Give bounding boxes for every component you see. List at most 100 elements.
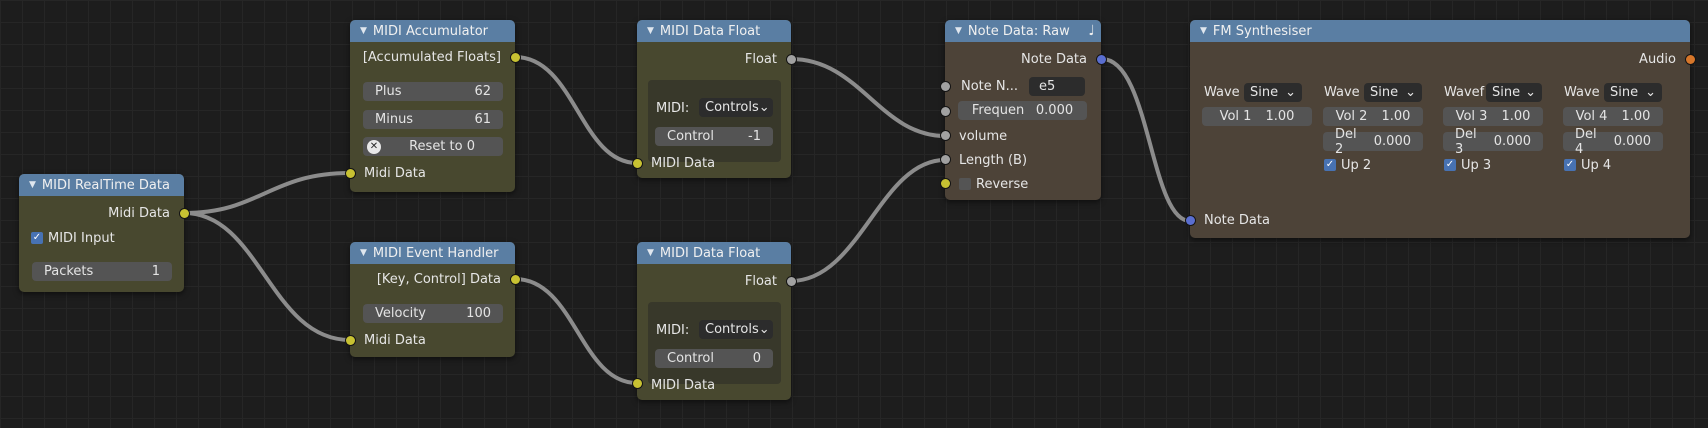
collapse-icon[interactable]: ▼ bbox=[955, 26, 962, 36]
wave-select-2[interactable]: Sine⌄ bbox=[1364, 83, 1422, 102]
socket-nd-freq-in[interactable] bbox=[941, 107, 950, 116]
output-label: [Key, Control] Data bbox=[376, 271, 501, 287]
input-label: Note Data bbox=[1204, 212, 1270, 228]
collapse-icon[interactable]: ▼ bbox=[647, 248, 654, 258]
link-acc-df1 bbox=[513, 55, 639, 165]
collapse-icon[interactable]: ▼ bbox=[1200, 26, 1207, 36]
collapse-icon[interactable]: ▼ bbox=[360, 26, 367, 36]
input-label: Midi Data bbox=[364, 165, 426, 181]
socket-acc-in[interactable] bbox=[346, 169, 355, 178]
input-label: Midi Data bbox=[364, 332, 426, 348]
node-midi-data-float-1[interactable]: ▼MIDI Data Float Float MIDI: Controls⌄ C… bbox=[637, 20, 791, 178]
wave-label: Wavef bbox=[1444, 84, 1485, 100]
link-rt-acc bbox=[182, 171, 352, 215]
node-header[interactable]: ▼MIDI Data Float bbox=[637, 20, 791, 42]
socket-df2-in[interactable] bbox=[633, 379, 642, 388]
socket-df1-out[interactable] bbox=[787, 55, 796, 64]
node-header[interactable]: ▼FM Synthesiser bbox=[1190, 20, 1690, 42]
node-note-data-raw[interactable]: ▼Note Data: Raw♩ Note Data Note N... e5 … bbox=[945, 20, 1101, 200]
midi-label: MIDI: bbox=[656, 322, 690, 338]
collapse-icon[interactable]: ▼ bbox=[647, 26, 654, 36]
wave-label: Wave bbox=[1324, 84, 1360, 100]
node-midi-realtime[interactable]: ▼MIDI RealTime Data Midi Data ✓MIDI Inpu… bbox=[19, 174, 184, 292]
socket-nd-note-in[interactable] bbox=[941, 82, 950, 91]
socket-df2-out[interactable] bbox=[787, 277, 796, 286]
socket-fm-audio-out[interactable] bbox=[1686, 55, 1695, 64]
socket-acc-out[interactable] bbox=[511, 53, 520, 62]
midi-select[interactable]: Controls⌄ bbox=[699, 320, 773, 339]
socket-nd-out[interactable] bbox=[1097, 55, 1106, 64]
settings-panel bbox=[648, 302, 781, 384]
chevron-down-icon: ⌄ bbox=[758, 100, 770, 115]
node-midi-data-float-2[interactable]: ▼MIDI Data Float Float MIDI: Controls⌄ C… bbox=[637, 242, 791, 400]
collapse-icon[interactable]: ▼ bbox=[29, 180, 36, 190]
socket-rt-out[interactable] bbox=[180, 209, 189, 218]
socket-evh-out[interactable] bbox=[511, 275, 520, 284]
node-header[interactable]: ▼MIDI Event Handler bbox=[350, 242, 515, 264]
output-label: Float bbox=[744, 51, 777, 67]
checkbox-icon[interactable] bbox=[959, 178, 971, 190]
checkbox-icon[interactable]: ✓ bbox=[31, 232, 43, 244]
node-midi-event-handler[interactable]: ▼MIDI Event Handler [Key, Control] Data … bbox=[350, 242, 515, 357]
output-label: Audio bbox=[1639, 51, 1676, 67]
wave-select-1[interactable]: Sine⌄ bbox=[1244, 83, 1302, 102]
chevron-down-icon: ⌄ bbox=[1645, 85, 1656, 100]
reverse-checkbox[interactable]: Reverse bbox=[959, 173, 1028, 195]
control-field[interactable]: Control-1 bbox=[655, 127, 773, 146]
up-4-checkbox[interactable]: ✓Up 4 bbox=[1564, 157, 1612, 173]
node-header[interactable]: ▼MIDI RealTime Data bbox=[19, 174, 184, 196]
socket-nd-volume-in[interactable] bbox=[941, 131, 950, 140]
checkbox-icon[interactable]: ✓ bbox=[1324, 159, 1336, 171]
chevron-down-icon: ⌄ bbox=[1285, 85, 1296, 100]
node-header[interactable]: ▼MIDI Data Float bbox=[637, 242, 791, 264]
midi-input-checkbox[interactable]: ✓MIDI Input bbox=[31, 230, 115, 246]
up-2-checkbox[interactable]: ✓Up 2 bbox=[1324, 157, 1372, 173]
socket-nd-reverse-in[interactable] bbox=[941, 179, 950, 188]
output-label: Midi Data bbox=[108, 205, 170, 221]
node-midi-accumulator[interactable]: ▼MIDI Accumulator [Accumulated Floats] P… bbox=[350, 20, 515, 192]
link-df2-nd bbox=[789, 158, 947, 283]
wave-label: Wave bbox=[1564, 84, 1600, 100]
chevron-down-icon: ⌄ bbox=[1405, 85, 1416, 100]
input-label: MIDI Data bbox=[651, 155, 716, 171]
node-header[interactable]: ▼Note Data: Raw♩ bbox=[945, 20, 1101, 42]
output-label: Note Data bbox=[1021, 51, 1087, 67]
socket-df1-in[interactable] bbox=[633, 159, 642, 168]
wave-select-4[interactable]: Sine⌄ bbox=[1604, 83, 1662, 102]
wave-select-3[interactable]: Sine⌄ bbox=[1486, 83, 1542, 102]
output-label: [Accumulated Floats] bbox=[362, 49, 501, 65]
reset-button[interactable]: ✕Reset to 0 bbox=[363, 137, 503, 156]
checkbox-icon[interactable]: ✓ bbox=[1564, 159, 1576, 171]
socket-evh-in[interactable] bbox=[346, 336, 355, 345]
socket-nd-length-in[interactable] bbox=[941, 155, 950, 164]
socket-fm-note-in[interactable] bbox=[1186, 216, 1195, 225]
input-label: MIDI Data bbox=[651, 377, 716, 393]
checkbox-icon[interactable]: ✓ bbox=[1444, 159, 1456, 171]
length-label: Length (B) bbox=[959, 152, 1028, 168]
wave-label: Wave bbox=[1204, 84, 1240, 100]
midi-select[interactable]: Controls⌄ bbox=[699, 98, 773, 117]
settings-panel bbox=[648, 80, 781, 162]
node-header[interactable]: ▼MIDI Accumulator bbox=[350, 20, 515, 42]
chevron-down-icon: ⌄ bbox=[758, 322, 770, 337]
up-3-checkbox[interactable]: ✓Up 3 bbox=[1444, 157, 1492, 173]
collapse-icon[interactable]: ▼ bbox=[360, 248, 367, 258]
note-name-field[interactable]: e5 bbox=[1029, 77, 1085, 96]
link-df1-nd bbox=[789, 57, 947, 138]
link-rt-evh bbox=[182, 211, 352, 342]
